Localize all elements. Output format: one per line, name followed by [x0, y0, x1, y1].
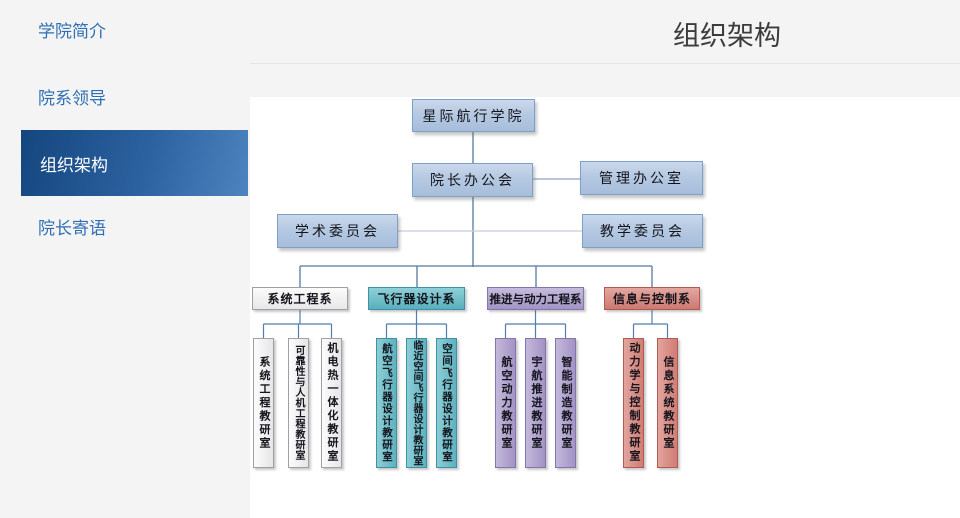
org-node-admin-office: 管理办公室: [580, 161, 703, 195]
org-node-office: 智能制造教研室: [555, 338, 576, 468]
org-node-office: 机电热一体化教研室: [321, 338, 342, 468]
sidebar-item-dean-message[interactable]: 院长寄语: [38, 219, 106, 238]
org-chart-panel: 星际航行学院 院长办公会 管理办公室 学术委员会 教学委员会 系统工程系 飞行器…: [250, 97, 960, 518]
org-node-dept-info-control: 信息与控制系: [604, 287, 700, 310]
header-divider: [250, 63, 960, 64]
org-node-dept-propulsion-power: 推进与动力工程系: [487, 287, 584, 310]
org-node-office: 临近空间飞行器设计教研室: [406, 338, 427, 468]
org-node-dean-meeting: 院长办公会: [412, 163, 533, 197]
org-node-teaching-committee: 教学委员会: [582, 214, 703, 248]
sidebar-item-leadership[interactable]: 院系领导: [38, 89, 106, 108]
org-node-college: 星际航行学院: [412, 99, 535, 132]
org-node-dept-aircraft-design: 飞行器设计系: [368, 287, 465, 310]
org-node-office: 可靠性与人机工程教研室: [288, 338, 309, 468]
org-node-office: 空间飞行器设计教研室: [436, 338, 457, 468]
org-node-dept-systems-engineering: 系统工程系: [252, 287, 348, 310]
org-node-office: 航空动力教研室: [495, 338, 516, 468]
sidebar: 学院简介 院系领导 组织架构 院长寄语: [0, 0, 250, 518]
sidebar-item-college-intro[interactable]: 学院简介: [38, 22, 106, 41]
main-connectors: [299, 132, 653, 288]
department-sub-connectors: [262, 310, 669, 339]
sidebar-item-label: 组织架构: [40, 155, 108, 175]
page-title: 组织架构: [673, 21, 781, 51]
org-chart-connectors: [262, 132, 669, 339]
org-node-office: 系统工程教研室: [253, 338, 274, 468]
org-node-academic-committee: 学术委员会: [277, 214, 398, 248]
sidebar-item-org-structure-selected[interactable]: 组织架构: [21, 130, 248, 196]
org-node-office: 宇航推进教研室: [525, 338, 546, 468]
org-node-office: 航空飞行器设计教研室: [376, 338, 397, 468]
org-node-office: 动力学与控制教研室: [623, 338, 644, 468]
org-node-office: 信息系统教研室: [657, 338, 678, 468]
